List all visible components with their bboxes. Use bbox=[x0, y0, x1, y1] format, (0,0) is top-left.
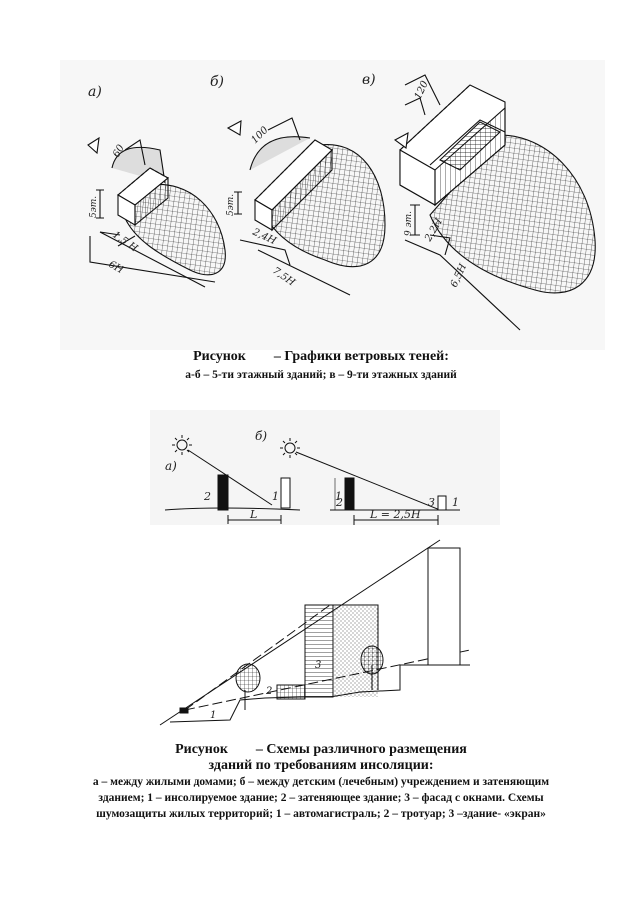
figure2-caption: Рисунок – Схемы различного размещения зда… bbox=[0, 742, 642, 822]
noise-screen-scheme bbox=[159, 539, 471, 726]
sun-ray-a bbox=[187, 449, 273, 506]
figure2-top-labels: а) б) 2 1 L 1 2 3 1 L = 2,5Н bbox=[165, 429, 459, 521]
figure1-drawing bbox=[87, 74, 596, 331]
noise-labels: 1 2 3 bbox=[210, 660, 321, 721]
panel-label-2a: а) bbox=[165, 459, 177, 473]
a-num-1: 1 bbox=[272, 490, 279, 503]
figure2-caption-prefix: Рисунок bbox=[175, 742, 228, 757]
figure2-insolation-schemes bbox=[164, 435, 460, 525]
shading-building-a bbox=[217, 474, 229, 511]
a-num-2: 2 bbox=[203, 490, 211, 503]
panel-label-b: б) bbox=[210, 74, 224, 90]
dim-c-height: 9 эт. bbox=[404, 211, 414, 236]
figure1-caption-title: Рисунок – Графики ветровых теней: bbox=[0, 349, 642, 365]
wind-shadow-a bbox=[87, 136, 226, 288]
wind-shadow-c bbox=[393, 74, 596, 331]
b-dist: L = 2,5Н bbox=[369, 508, 421, 521]
figure1-caption-prefix: Рисунок bbox=[193, 349, 246, 364]
sight-line-upper bbox=[159, 539, 441, 726]
b-num-3: 3 bbox=[428, 496, 435, 509]
sun-b-icon bbox=[280, 438, 300, 458]
figure1-caption-subtitle: а-б – 5-ти этажный зданий; в – 9-ти этаж… bbox=[185, 369, 457, 381]
panel-label-2b: б) bbox=[255, 429, 267, 443]
figure2-caption-title: – Схемы различного размещения bbox=[255, 742, 467, 757]
figure2-caption-line2: зданий по требованиям инсоляции: bbox=[208, 758, 434, 773]
b-num-1-left: 1 bbox=[335, 490, 342, 503]
screen-building-3 bbox=[304, 604, 334, 698]
dim-a-height: 5эт. bbox=[89, 196, 99, 218]
figure1-caption-text: – Графики ветровых теней: bbox=[273, 349, 449, 364]
label-highway: 1 bbox=[210, 710, 216, 721]
shading-building-b bbox=[344, 477, 355, 511]
wind-shadow-b bbox=[226, 117, 386, 296]
tall-building bbox=[427, 547, 461, 666]
b-num-1: 1 bbox=[452, 496, 459, 509]
panel-label-c: в) bbox=[362, 72, 376, 88]
sidewalk-2 bbox=[276, 684, 306, 700]
tree-left-icon bbox=[235, 663, 261, 710]
tree-right-icon bbox=[360, 645, 384, 690]
label-sidewalk: 2 bbox=[265, 686, 272, 697]
highway-car bbox=[179, 707, 189, 714]
ground-a bbox=[164, 507, 301, 511]
figure2-caption-body: а – между жилыми домами; б – между детск… bbox=[92, 776, 550, 820]
sun-ray-b bbox=[295, 451, 441, 511]
school-building-b bbox=[437, 495, 447, 511]
panel-label-a: а) bbox=[88, 84, 102, 100]
insolated-building-a bbox=[280, 477, 291, 509]
sun-a-icon bbox=[172, 435, 192, 455]
b-num-2: 2 bbox=[335, 496, 343, 509]
dim-b-height: 5эт. bbox=[226, 194, 236, 216]
label-screen-building: 3 bbox=[315, 660, 321, 671]
a-dist: L bbox=[249, 508, 257, 521]
